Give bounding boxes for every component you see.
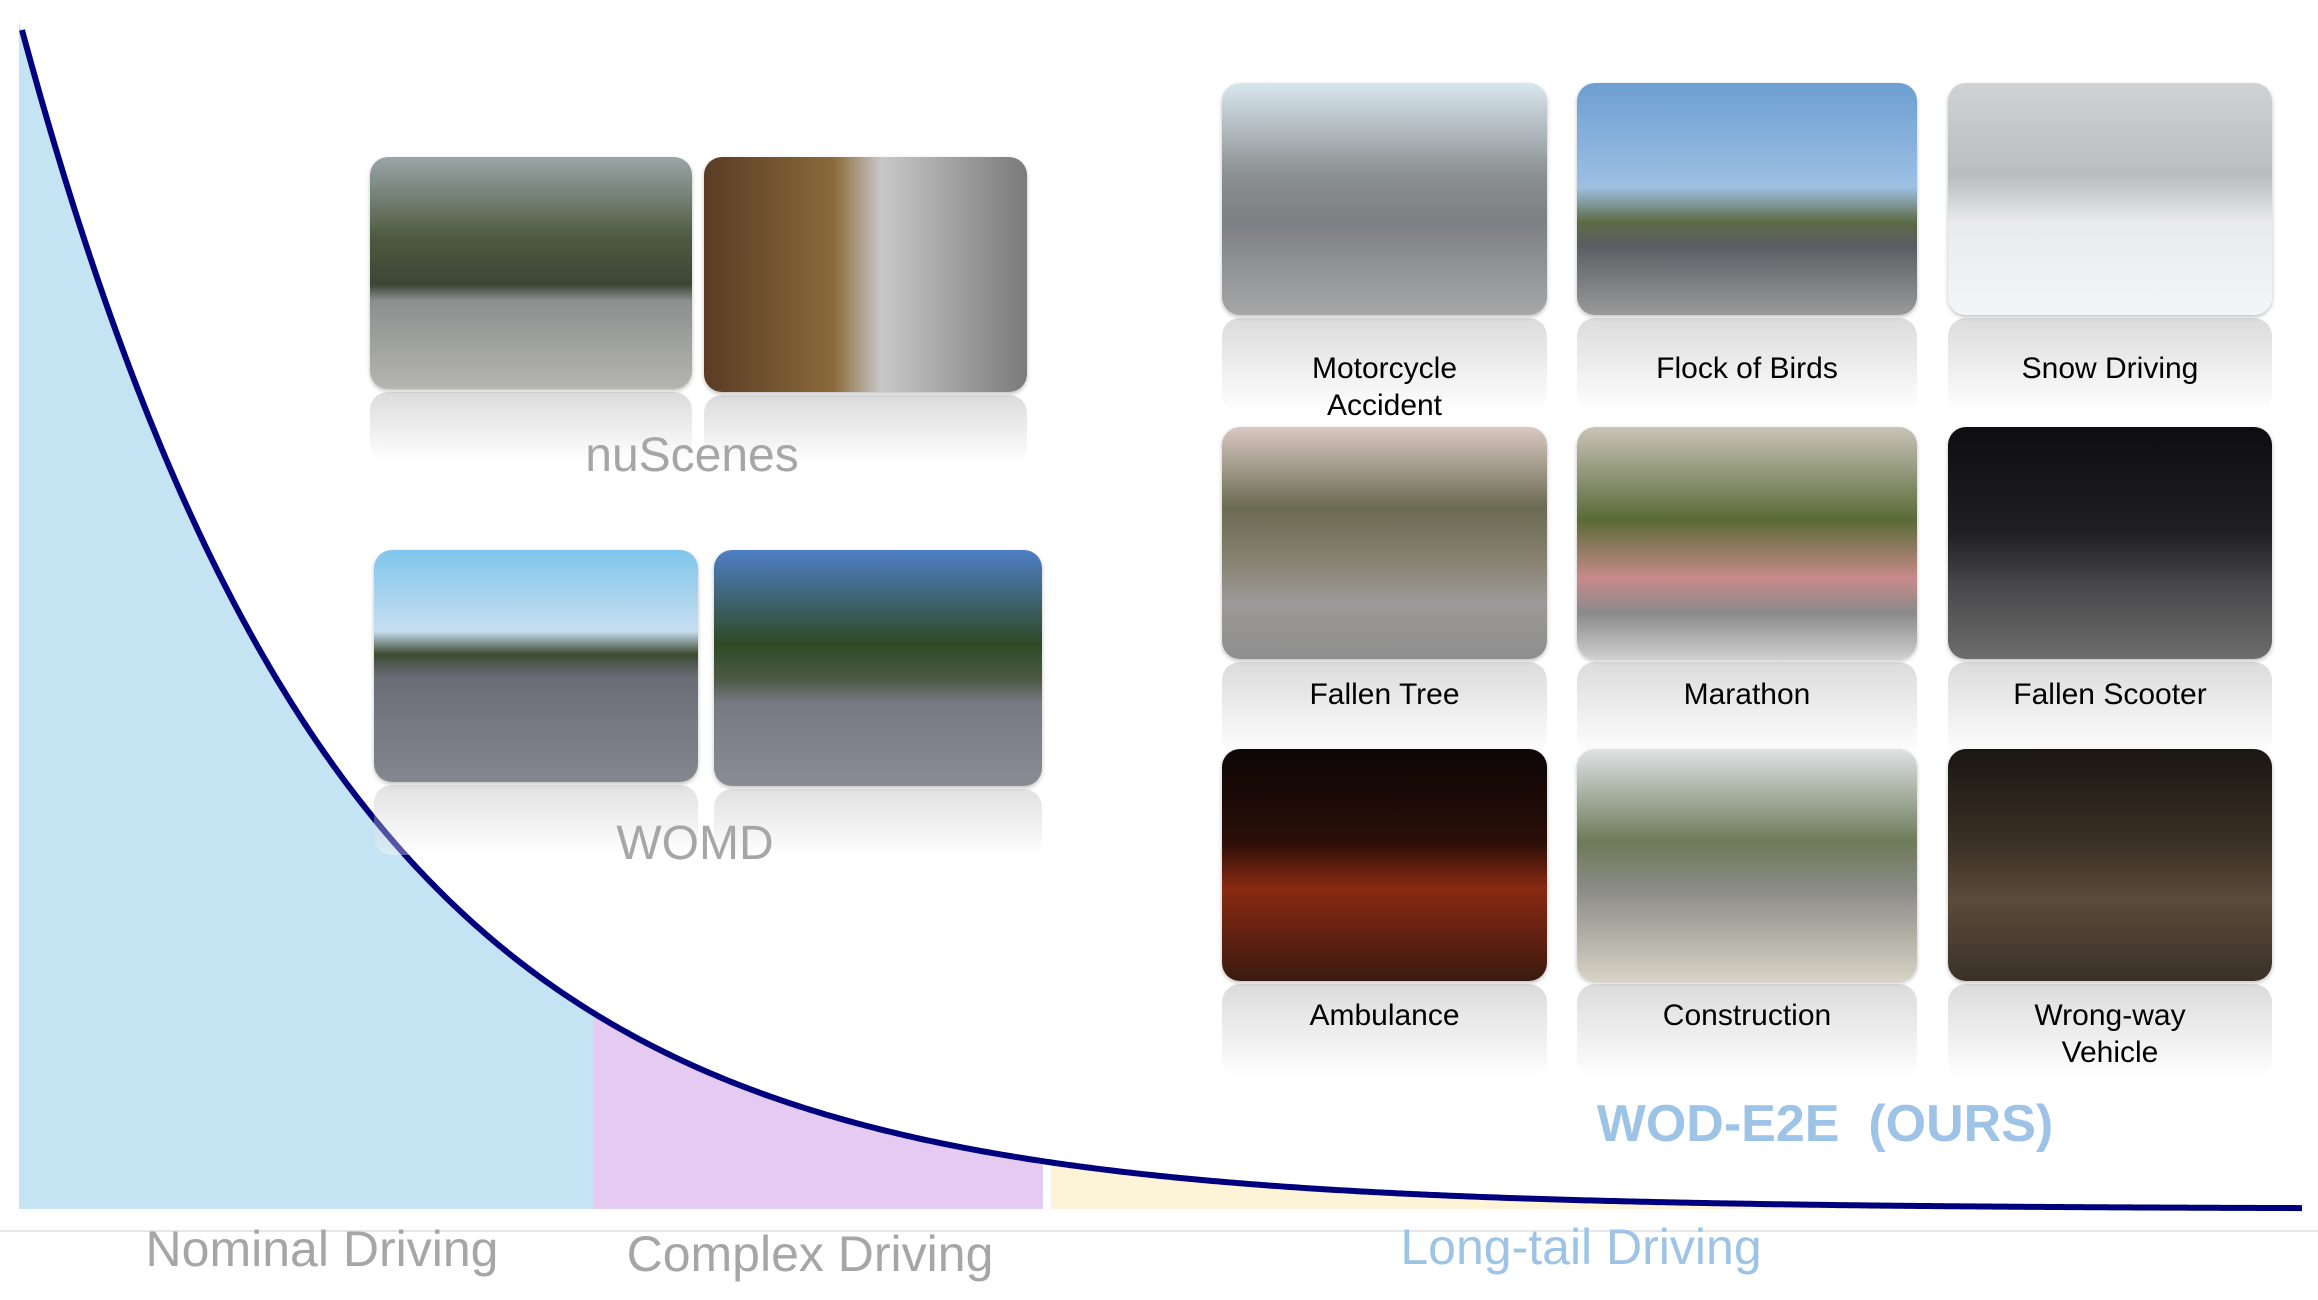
scenario-label: Flock of Birds: [1656, 352, 1838, 385]
nuscenes-photo-2: [704, 157, 1027, 392]
scenario-label: Ambulance: [1309, 999, 1460, 1032]
scenario-reflection: [1577, 318, 1917, 413]
scenario-label: Wrong-way Vehicle: [2034, 999, 2186, 1069]
scenario-reflection: [1222, 318, 1547, 413]
complex-region: [593, 1015, 1043, 1209]
wod-e2e-label: WOD-E2E (OURS): [1596, 1095, 2054, 1153]
scenario-label: Marathon: [1683, 678, 1811, 711]
nominal-driving-label: Nominal Driving: [145, 1221, 499, 1277]
scenario-label: Fallen Scooter: [2013, 678, 2207, 711]
scenario-photo: [1222, 427, 1547, 659]
scenario-photo: [1577, 427, 1917, 659]
distribution-line: [19, 29, 2303, 1212]
nominal-region: [19, 21, 593, 1210]
scenario-reflection: [1948, 662, 2272, 757]
scenario-reflection: [1948, 318, 2272, 413]
womd-photo-2: [714, 550, 1042, 786]
womd-label: WOMD: [616, 817, 774, 870]
scenario-reflection: [1948, 984, 2272, 1079]
scenario-label: Snow Driving: [2021, 352, 2199, 385]
longtail-region: [1051, 1165, 1921, 1209]
scenario-reflection: [1577, 984, 1917, 1079]
longtail-driving-label: Long-tail Driving: [1400, 1219, 1762, 1275]
complex-driving-label: Complex Driving: [626, 1226, 994, 1282]
nuscenes-label: nuScenes: [585, 429, 799, 482]
scenario-reflection: [1577, 662, 1917, 757]
scenario-photo: [1948, 83, 2272, 315]
scenario-photo: [1577, 749, 1917, 981]
scenario-photo: [1577, 83, 1917, 315]
scenario-photo: [1222, 749, 1547, 981]
scenario-label: Fallen Tree: [1309, 678, 1460, 711]
scenario-label: Motorcycle Accident: [1311, 352, 1458, 422]
scenario-photo: [1948, 749, 2272, 981]
nuscenes-photo-1: [370, 157, 692, 389]
scenario-photo: [1222, 83, 1547, 315]
scenario-reflection: [1222, 662, 1547, 757]
scenario-photo: [1948, 427, 2272, 659]
scenario-reflection: [1222, 984, 1547, 1079]
womd-photo-1: [374, 550, 698, 782]
scenario-label: Construction: [1662, 999, 1832, 1032]
